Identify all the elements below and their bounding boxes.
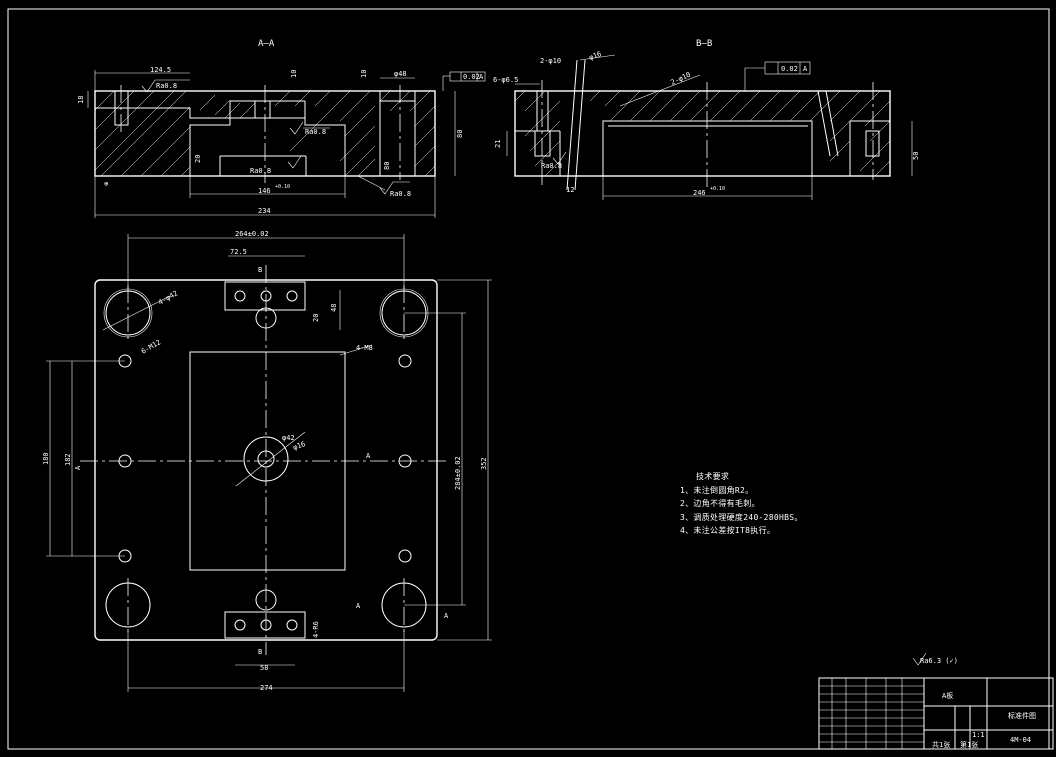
aa-dim-124: 124.5 (150, 66, 171, 74)
aa-dim-phi48: φ48 (394, 70, 407, 78)
title-code: 4M-04 (1010, 736, 1031, 744)
surface-mark-text: Ra6.3 (✓) (920, 657, 958, 665)
plan-dim-phi16: φ16 (292, 440, 307, 452)
plan-label-a-right: A (366, 452, 371, 460)
aa-dim-18: 18 (77, 96, 85, 104)
plan-dim-6m12: 6-M12 (140, 338, 162, 355)
plan-dim-48: 48 (330, 304, 338, 312)
plan-dim-352: 352 (480, 457, 488, 470)
plan-dim-20: 20 (312, 314, 320, 322)
bb-dim-12: 12 (566, 186, 574, 194)
plan-label-a-bottom-right: A (444, 612, 449, 620)
tech-heading: 技术要求 (696, 472, 730, 481)
plan-dim-4r6: 4-R6 (312, 621, 320, 638)
aa-dim-146-tol: +0.10 (275, 184, 290, 190)
aa-ra-4: Ra0.8 (390, 190, 411, 198)
plan-label-a-bottom: A (356, 602, 361, 610)
surface-roughness-mark: Ra6.3 (✓) (912, 652, 958, 666)
aa-dim-234: 234 (258, 207, 271, 215)
plan-view: 264±0.02 72.5 B 6-M12 4-φ42 48 20 4-M8 φ… (42, 230, 492, 692)
title-part-name: A板 (942, 691, 953, 700)
section-aa: A—A 124.5 10 10 φ48 0.02 A (77, 39, 486, 218)
title-sheet-no: 第1张 (960, 740, 978, 749)
plan-dim-180: 180 (42, 452, 50, 465)
plan-dim-72: 72.5 (230, 248, 247, 256)
plan-dim-4phi42: 4-φ42 (157, 289, 179, 306)
aa-dim-80b: 80 (383, 162, 391, 170)
section-bb-title: B—B (696, 39, 712, 49)
tech-item-4: 4、未注公差按IT8执行。 (680, 526, 776, 535)
plan-dim-274: 274 (260, 684, 273, 692)
tech-item-2: 2、边角不得有毛刺。 (680, 499, 760, 508)
aa-dim-20: 20 (194, 155, 202, 163)
aa-dim-10b: 10 (360, 70, 368, 78)
aa-tol-datum: A (479, 73, 484, 81)
aa-dim-10a: 10 (290, 70, 298, 78)
bb-dim-phi16: φ16 (588, 50, 603, 62)
aa-ra-3: Ra0.8 (250, 167, 271, 175)
bb-tol-datum: A (803, 65, 808, 73)
plan-dim-264: 264±0.02 (235, 230, 269, 238)
aa-dim-80: 80 (456, 130, 464, 138)
bb-dim-246: 246 (693, 189, 706, 197)
plan-dim-284: 284±0.02 (454, 456, 462, 490)
bb-dim-6phi65: 6-φ6.5 (493, 76, 518, 84)
plan-dim-58: 58 (260, 664, 268, 672)
bb-dim-2phi10: 2-φ10 (540, 57, 561, 65)
tech-requirements: 技术要求 1、未注倒圆角R2。 2、边角不得有毛刺。 3、调质处理硬度240-2… (680, 470, 803, 538)
bb-dim-246-tol: +0.10 (710, 186, 725, 192)
tech-item-1: 1、未注倒圆角R2。 (680, 485, 754, 495)
title-scale: 1:1 (972, 731, 985, 739)
bb-dim-2phi10b: 2-φ10 (669, 71, 691, 87)
drawing-border (7, 8, 1050, 750)
aa-tol-value: 0.02 (463, 73, 480, 81)
plan-label-b-top: B (258, 266, 262, 274)
bb-ra: Ra0.8 (541, 162, 562, 170)
bb-hatch (514, 90, 891, 177)
plan-dim-4m8: 4-M8 (356, 344, 373, 352)
plan-dim-182: 182 (64, 453, 72, 466)
aa-ra-2: Ra0.8 (305, 128, 326, 136)
title-sheet: 共1张 (932, 740, 950, 749)
tech-item-3: 3、调质处理硬度240-280HBS。 (680, 512, 803, 522)
plan-label-a-left: A (74, 465, 82, 470)
bb-dim-21: 21 (494, 140, 502, 148)
title-block: A板 标准件图 4M-04 1:1 共1张 第1张 (818, 677, 1054, 750)
aa-dim-146: 146 (258, 187, 271, 195)
plan-label-b-bottom: B (258, 648, 262, 656)
section-aa-title: A—A (258, 39, 275, 49)
bb-tol-value: 0.02 (781, 65, 798, 73)
aa-ra-1: Ra0.8 (156, 82, 177, 90)
bb-dim-50: 50 (912, 152, 920, 160)
plan-dim-phi42: φ42 (282, 434, 295, 442)
aa-datum-symbol: ⊕ (104, 180, 109, 188)
section-bb: B—B 2-φ10 φ16 6-φ6.5 2-φ10 12 21 Ra0.8 0… (493, 39, 920, 200)
title-drawing-label: 标准件图 (1008, 711, 1036, 720)
